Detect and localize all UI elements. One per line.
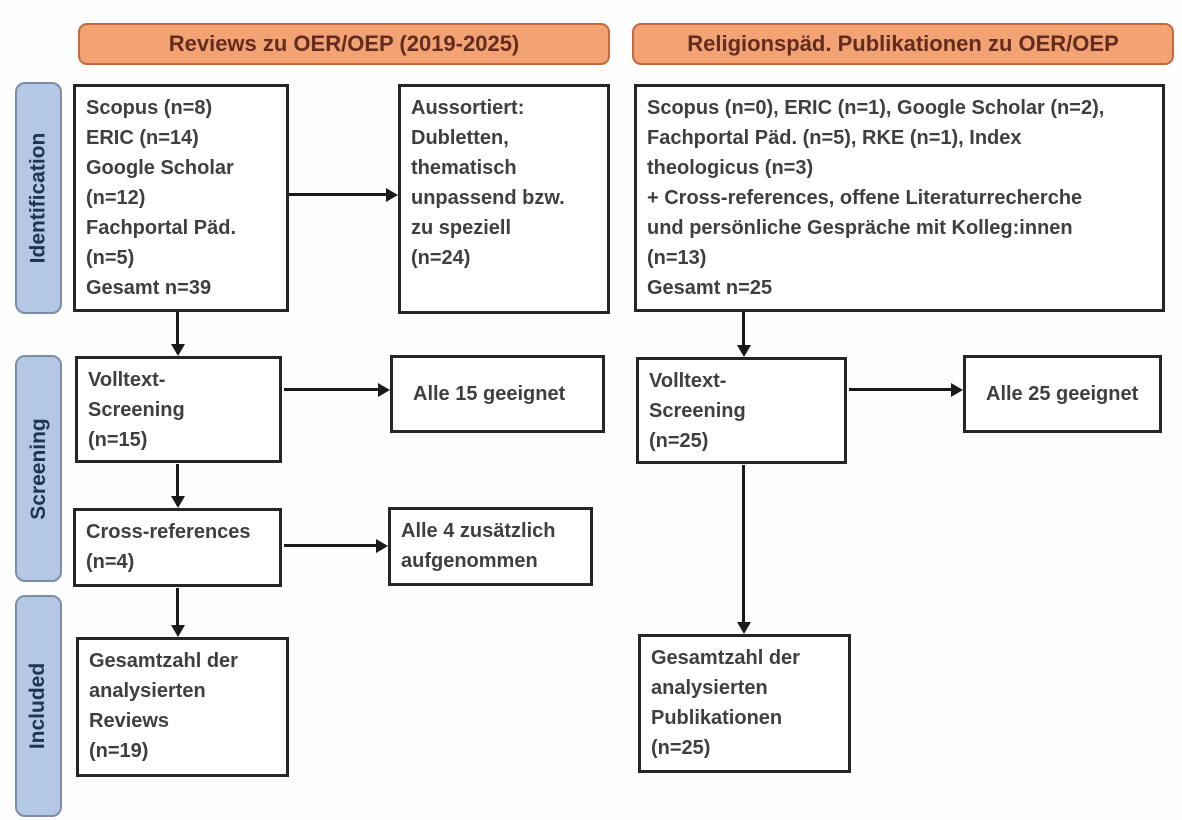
box-publications-identification-sources: Scopus (n=0), ERIC (n=1), Google Scholar… <box>634 84 1165 312</box>
box-publications-fulltext-screening: Volltext- Screening (n=25) <box>636 357 847 464</box>
stage-label-identification-text: Identification <box>26 132 50 264</box>
column-header-religionspaed: Religionspäd. Publikationen zu OER/OEP <box>632 23 1174 65</box>
stage-label-identification: Identification <box>15 82 62 314</box>
box-reviews-identification-sources: Scopus (n=8) ERIC (n=14) Google Scholar … <box>73 84 289 312</box>
box-reviews-screening-result: Alle 15 geeignet <box>390 355 605 433</box>
arrow-reviews-screening-to-result <box>284 388 378 391</box>
arrow-publications-screening-to-included <box>742 465 745 622</box>
stage-label-included: Included <box>15 595 62 817</box>
box-publications-screening-result: Alle 25 geeignet <box>963 355 1162 433</box>
box-reviews-cross-references: Cross-references (n=4) <box>73 508 282 587</box>
arrow-reviews-id-to-excluded <box>289 193 386 196</box>
arrow-reviews-screening-to-crossref <box>176 464 179 496</box>
column-header-religionspaed-label: Religionspäd. Publikationen zu OER/OEP <box>687 31 1119 56</box>
box-reviews-fulltext-screening: Volltext- Screening (n=15) <box>75 356 282 463</box>
column-header-reviews: Reviews zu OER/OEP (2019-2025) <box>78 23 610 65</box>
arrow-reviews-crossref-to-result <box>284 544 376 547</box>
box-reviews-excluded: Aussortiert: Dubletten, thematisch unpas… <box>398 84 610 314</box>
box-reviews-crossref-result: Alle 4 zusätzlich aufgenommen <box>388 507 593 586</box>
arrow-publications-id-to-screening <box>742 312 745 345</box>
stage-label-screening: Screening <box>15 355 62 582</box>
arrow-publications-screening-to-result <box>849 388 951 391</box>
stage-label-included-text: Included <box>26 662 50 750</box>
column-header-reviews-label: Reviews zu OER/OEP (2019-2025) <box>168 31 520 56</box>
box-publications-included-total: Gesamtzahl der analysierten Publikatione… <box>638 634 851 773</box>
arrow-reviews-id-to-screening <box>176 312 179 344</box>
box-reviews-included-total: Gesamtzahl der analysierten Reviews (n=1… <box>76 637 289 777</box>
arrow-reviews-crossref-to-included <box>176 588 179 625</box>
stage-label-screening-text: Screening <box>26 417 50 520</box>
